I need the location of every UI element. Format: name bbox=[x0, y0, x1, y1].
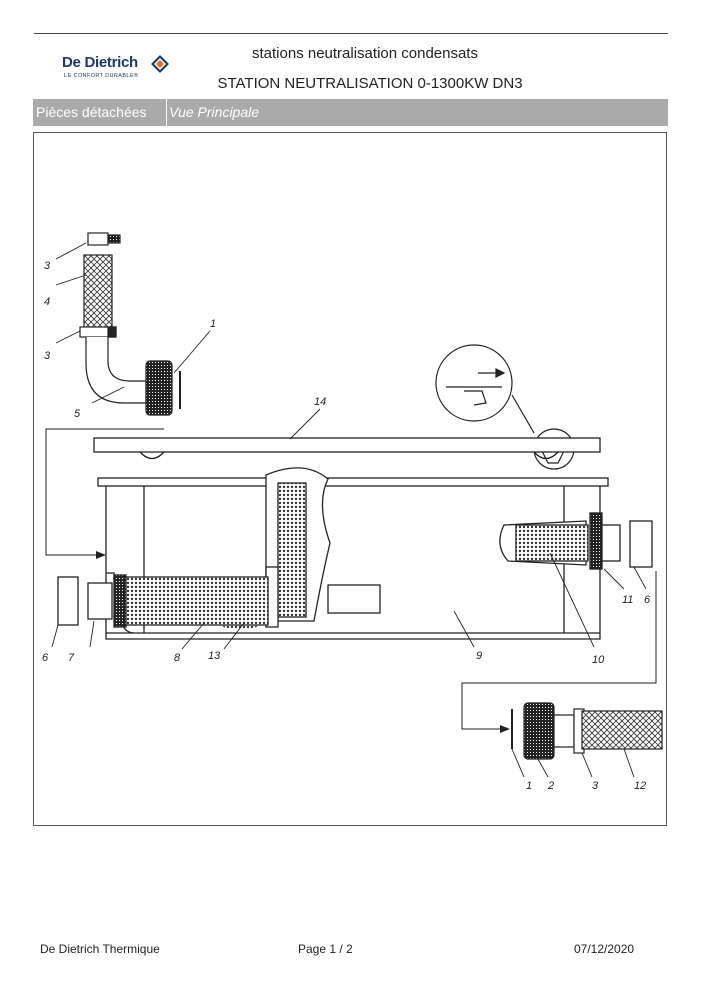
callout-3: 3 bbox=[592, 780, 599, 792]
callout-11: 11 bbox=[622, 594, 633, 606]
flow-line-outlet bbox=[461, 571, 657, 730]
callout-4: 4 bbox=[44, 296, 50, 308]
leader-lines bbox=[51, 242, 647, 778]
hose-assembly-top-left bbox=[79, 232, 181, 416]
callout-3: 3 bbox=[44, 260, 51, 272]
drawing-frame: 1 3 4 3 5 14 6 7 8 13 9 10 11 6 1 2 3 12 bbox=[33, 132, 667, 826]
callout-1: 1 bbox=[210, 318, 216, 330]
top-rule bbox=[34, 33, 668, 34]
callout-6: 6 bbox=[42, 652, 49, 664]
hose-assembly-bottom-right bbox=[511, 702, 663, 760]
callout-3: 3 bbox=[44, 350, 51, 362]
brand-name: De Dietrich bbox=[62, 54, 138, 71]
callout-5: 5 bbox=[74, 408, 81, 420]
flow-line-inlet bbox=[45, 428, 164, 556]
callout-2: 2 bbox=[547, 780, 554, 792]
brand-logo: De Dietrich LE CONFORT DURABLE® bbox=[62, 54, 172, 82]
callout-13: 13 bbox=[208, 650, 221, 662]
page-title: stations neutralisation condensats bbox=[252, 45, 478, 62]
arrow-icon bbox=[500, 725, 510, 733]
callout-9: 9 bbox=[476, 650, 482, 662]
exploded-view-drawing: 1 3 4 3 5 14 6 7 8 13 9 10 11 6 1 2 3 12 bbox=[42, 232, 663, 792]
arrow-icon bbox=[96, 551, 106, 559]
tab-main-view[interactable]: Vue Principale bbox=[169, 104, 260, 120]
tab-spare-parts[interactable]: Pièces détachées bbox=[33, 99, 167, 126]
callout-7: 7 bbox=[68, 652, 75, 664]
callout-1: 1 bbox=[526, 780, 532, 792]
footer-date: 07/12/2020 bbox=[574, 942, 635, 956]
callout-6: 6 bbox=[644, 594, 651, 606]
callout-14: 14 bbox=[314, 396, 326, 408]
callout-12: 12 bbox=[634, 780, 646, 792]
brand-diamond-icon bbox=[151, 55, 169, 73]
neutralisation-tank bbox=[57, 467, 653, 640]
callout-8: 8 bbox=[174, 652, 181, 664]
tank-lid bbox=[93, 437, 601, 460]
tab-bar: Pièces détachées Vue Principale bbox=[33, 99, 668, 126]
footer-page-number: Page 1 / 2 bbox=[298, 942, 353, 956]
tab-spare-parts-label: Pièces détachées bbox=[36, 104, 147, 120]
callout-10: 10 bbox=[592, 654, 605, 666]
footer-company: De Dietrich Thermique bbox=[40, 942, 160, 956]
brand-tagline: LE CONFORT DURABLE® bbox=[64, 73, 139, 79]
page-subtitle: STATION NEUTRALISATION 0-1300KW DN3 bbox=[217, 75, 523, 92]
